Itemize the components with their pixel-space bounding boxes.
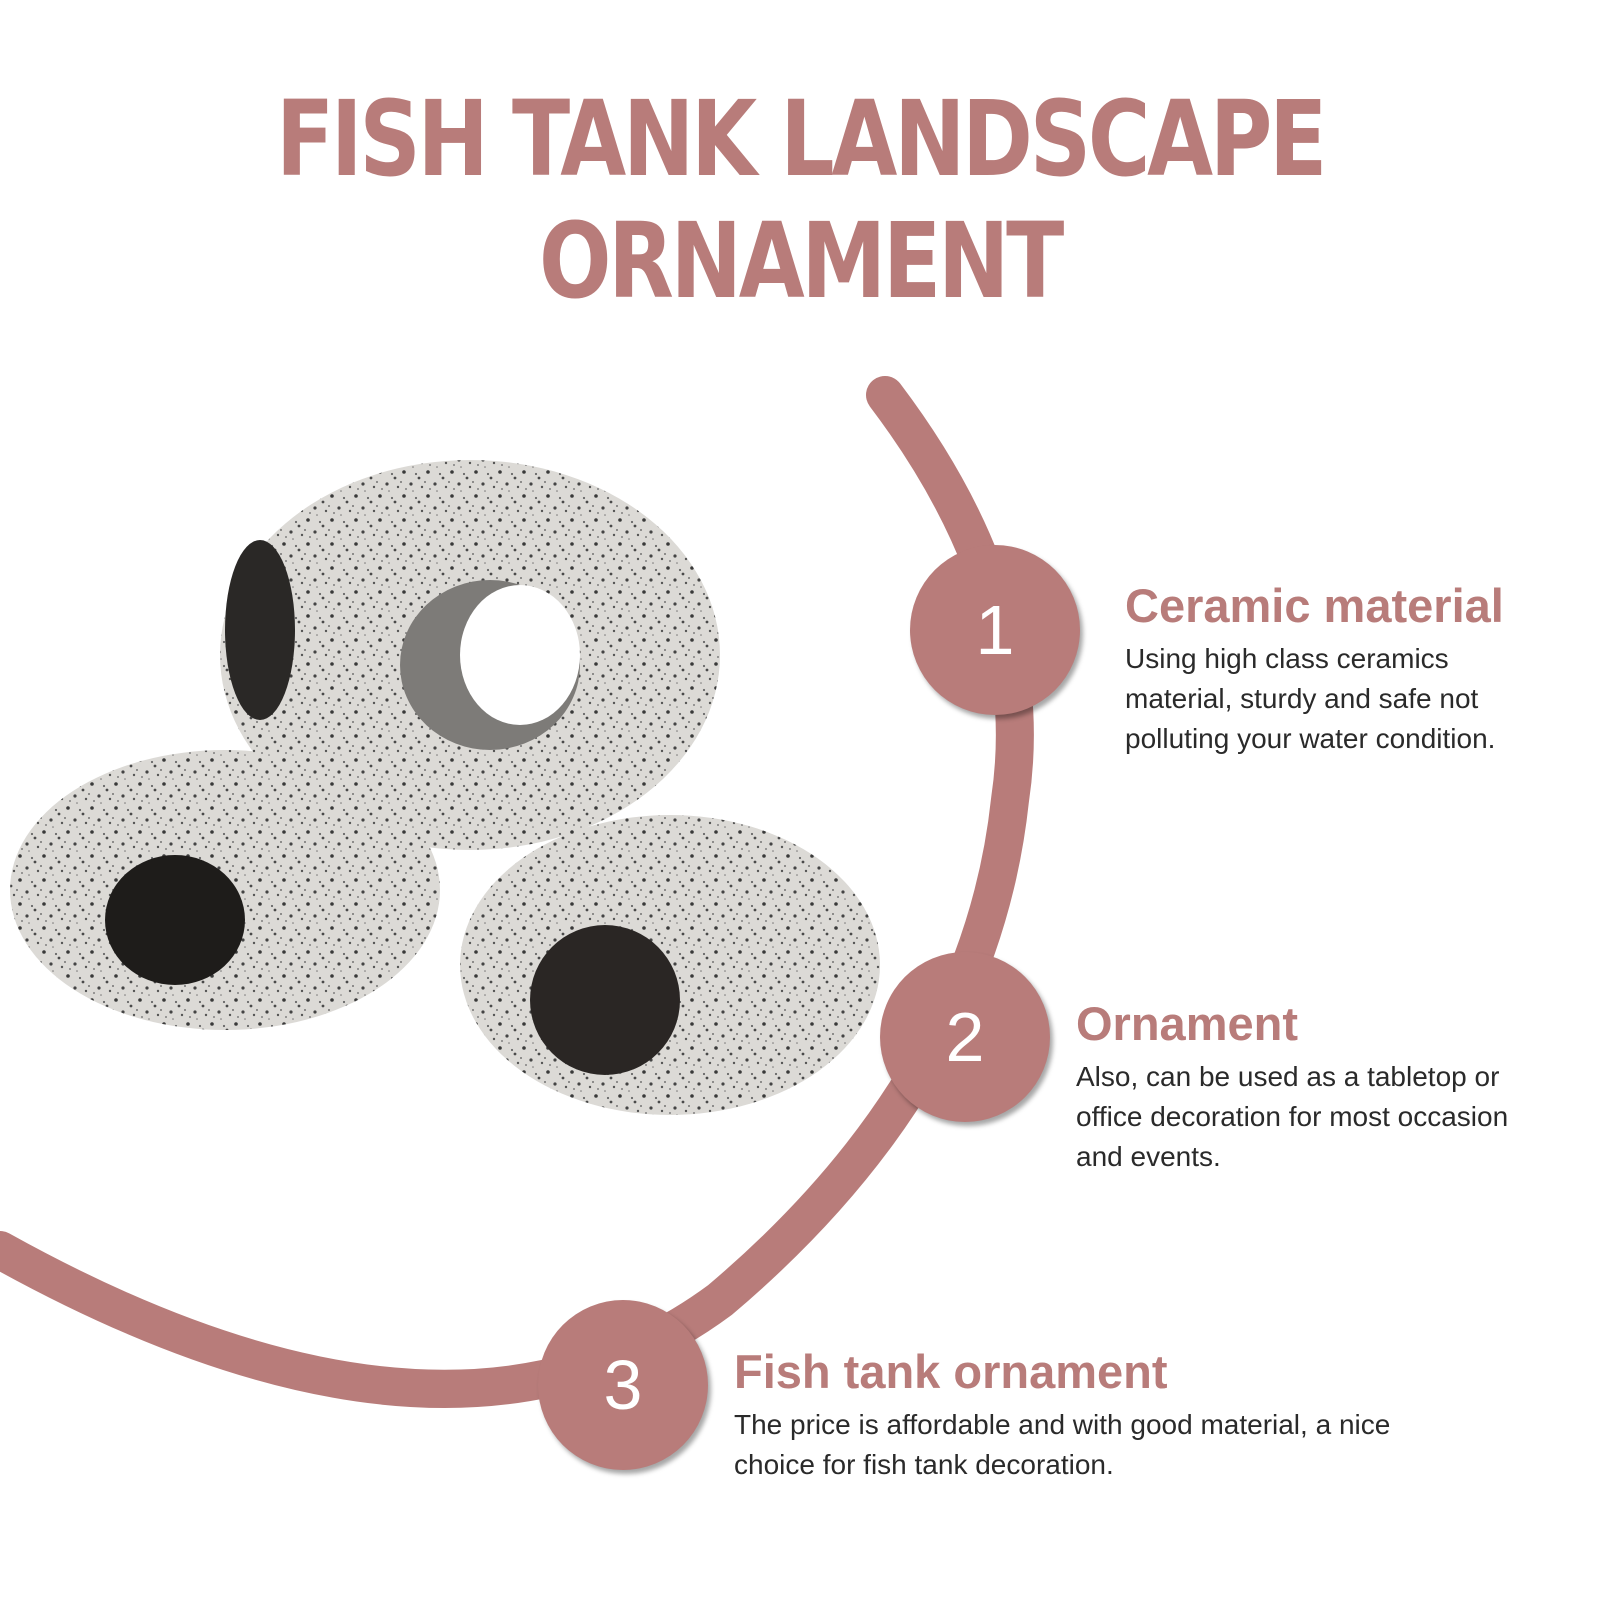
step-badge-2: 2 bbox=[880, 952, 1050, 1122]
step-badge-1: 1 bbox=[910, 545, 1080, 715]
feature-2: Ornament Also, can be used as a tabletop… bbox=[1076, 996, 1546, 1177]
ceramic-rocks-image bbox=[10, 460, 880, 1115]
feature-text: Also, can be used as a tabletop or offic… bbox=[1076, 1061, 1509, 1172]
feature-heading: Ceramic material bbox=[1125, 579, 1504, 632]
feature-text: The price is affordable and with good ma… bbox=[734, 1409, 1391, 1480]
feature-heading: Fish tank ornament bbox=[734, 1345, 1168, 1398]
feature-1: Ceramic material Using high class cerami… bbox=[1125, 578, 1545, 759]
feature-text: Using high class ceramics material, stur… bbox=[1125, 643, 1496, 754]
feature-heading: Ornament bbox=[1076, 997, 1298, 1050]
step-badge-3: 3 bbox=[538, 1300, 708, 1470]
page-title: FISH TANK LANDSCAPE ORNAMENT bbox=[275, 78, 1327, 322]
feature-3: Fish tank ornament The price is affordab… bbox=[734, 1344, 1454, 1485]
